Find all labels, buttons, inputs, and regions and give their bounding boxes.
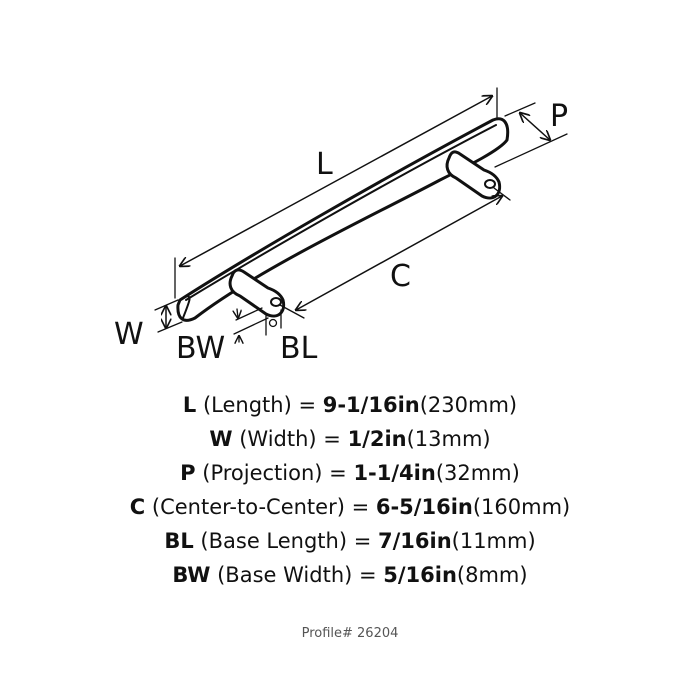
spec-base-width: BW (Base Width) = 5/16in(8mm): [172, 563, 528, 587]
dimension-label-center-to-center: C: [390, 259, 411, 294]
spec-base-length: BL (Base Length) = 7/16in(11mm): [164, 529, 536, 553]
spec-list: L (Length) = 9-1/16in(230mm) W (Width) =…: [0, 388, 700, 592]
dimension-label-base-width: BW: [176, 331, 226, 366]
spec-width: W (Width) = 1/2in(13mm): [209, 427, 491, 451]
dimension-label-projection: P: [550, 99, 569, 134]
pull-dimension-drawing: L P C W BW BL: [114, 87, 569, 380]
dimension-label-length: L: [316, 147, 333, 182]
spec-center-to-center: C (Center-to-Center) = 6-5/16in(160mm): [129, 495, 571, 519]
dimension-label-base-length: BL: [280, 331, 318, 366]
spec-projection: P (Projection) = 1-1/4in(32mm): [180, 461, 520, 485]
spec-length: L (Length) = 9-1/16in(230mm): [182, 393, 518, 417]
bar-pull-illustration: [154, 87, 568, 380]
profile-number: Profile# 26204: [301, 626, 399, 641]
dimension-label-width: W: [114, 317, 144, 352]
